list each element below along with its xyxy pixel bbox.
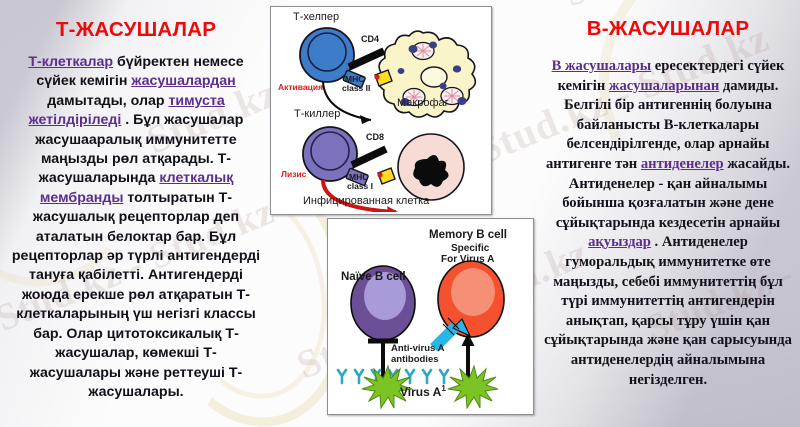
naive-b-cell-nucleus [364, 272, 406, 320]
label-mhc-class-2: MHC [345, 74, 365, 84]
left-column: Т-ЖАСУШАЛАР Т-клеткалар бүйректен немесе… [6, 0, 266, 402]
antibody-icon [438, 368, 450, 385]
paragraph-text: ересектердегі сүйек кемігін [557, 58, 785, 94]
label-cd4: CD4 [361, 34, 380, 44]
label-t-helper: Т-хелпер [293, 11, 340, 23]
mhc-class-1-marker [377, 167, 396, 185]
right-column: В-ЖАСУШАЛАР В жасушалары ересектердегі с… [540, 0, 796, 390]
left-column-title: Т-ЖАСУШАЛАР [55, 18, 217, 41]
antigen-peptide [377, 172, 383, 178]
paragraph-text: дамиды. Белгілі бір антигеннің болуына б… [545, 77, 779, 172]
tcr-stem [342, 69, 366, 88]
macrophage-nucleus [420, 66, 448, 88]
tcr-stem [345, 167, 369, 186]
macrophage-vacuole [400, 87, 426, 107]
paragraph-text: толтыратын Т-жасушалық рецепторлар деп а… [11, 189, 261, 400]
virus-name: Virus A [400, 385, 442, 399]
paragraph-text: . Бұл жасушалар жасушааралық иммунитетте… [35, 112, 244, 187]
memory-activation-arrowhead [461, 333, 475, 346]
macrophage-vacuole [439, 82, 467, 106]
paragraph-text: жасайды. Антиденелер - қан айналымы бойы… [555, 155, 790, 231]
memory-b-cell-nucleus [451, 268, 495, 316]
antibody-icon [421, 368, 433, 385]
inline-link[interactable]: тимуста жетілдіріледі [28, 92, 225, 129]
label-virus: Virus A1 [400, 384, 446, 399]
cd4-receptor [347, 47, 386, 71]
label-antibodies: Anti-virus A [391, 343, 445, 354]
t-helper-nucleus [307, 32, 347, 72]
cd8-receptor [350, 145, 388, 169]
label-antibodies-line2: antibodies [391, 354, 439, 365]
right-column-title: В-ЖАСУШАЛАР [586, 17, 750, 40]
label-memory-specific: Specific [451, 243, 490, 254]
t-cell-activation-figure: Т-хелпер CD4 MHC class II Активация Макр… [270, 6, 492, 215]
macrophage-granule [452, 65, 462, 73]
lysis-arrow [321, 179, 397, 212]
virus-superscript: 1 [441, 384, 446, 393]
mhc-class-2-marker [374, 69, 393, 87]
paragraph-text: . Антиденелер гуморальдық иммунитетке өт… [544, 234, 792, 388]
t-killer-cell [302, 126, 358, 182]
inline-link[interactable]: клеткалық мембранды [39, 170, 234, 206]
label-memory-b-cell: Memory B cell [429, 229, 507, 241]
t-cell-activation-svg [299, 27, 477, 212]
inline-link[interactable]: В жасушалары [551, 58, 652, 74]
paragraph-text: бүйректен немесе сүйек кемігін [36, 54, 244, 90]
left-column-paragraph: Т-клеткалар бүйректен немесе сүйек кеміг… [6, 53, 266, 402]
antibody-icon [336, 368, 348, 385]
b-cell-memory-svg [336, 260, 505, 410]
antibody-icon [353, 368, 365, 385]
inline-link[interactable]: жасушаларынан [608, 77, 720, 94]
label-cd8: CD8 [366, 132, 385, 142]
label-memory-specific-virus: For Virus A [441, 254, 495, 265]
virus-particle [447, 364, 499, 410]
paragraph-text: дамытады, олар [47, 92, 169, 109]
label-macrophage: Макрофаг [397, 97, 449, 109]
inline-link[interactable]: жасушалардан [131, 73, 236, 90]
label-lysis: Лизис [281, 169, 307, 179]
label-infected-cell: Инфицированная клетка [303, 195, 430, 207]
antigen-peptide [374, 74, 380, 80]
label-naive-b-cell: Naïve B cell [341, 271, 406, 283]
antibody-production-arrow [430, 322, 460, 352]
antibody-icon [404, 368, 416, 385]
antibody-arrowhead [451, 317, 472, 338]
label-t-killer: Т-киллер [294, 108, 341, 120]
t-helper-cell [299, 27, 355, 83]
antibody-arrow-hatch [442, 317, 460, 336]
activation-arrowhead [360, 115, 371, 124]
inline-link[interactable]: ақуыздар [588, 234, 651, 251]
virus-particle [361, 364, 413, 410]
right-column-paragraph: В жасушалары ересектердегі сүйек кемігін… [540, 57, 796, 390]
macrophage-vacuole [408, 41, 437, 61]
label-mhc-class-1-line2: class I [347, 181, 373, 191]
inline-link[interactable]: антиденелер [640, 155, 724, 172]
label-mhc-class-2-line2: class II [342, 83, 371, 93]
inline-link[interactable]: Т-клеткалар [28, 54, 114, 70]
macrophage-granule [397, 68, 405, 74]
t-killer-nucleus [310, 131, 350, 171]
b-cell-memory-figure: Naïve B cell Memory B cell Specific For … [327, 218, 534, 415]
label-mhc-class-1: MHC [349, 172, 369, 182]
infected-cell-nucleus [413, 154, 449, 187]
label-activation: Активация [278, 82, 324, 92]
